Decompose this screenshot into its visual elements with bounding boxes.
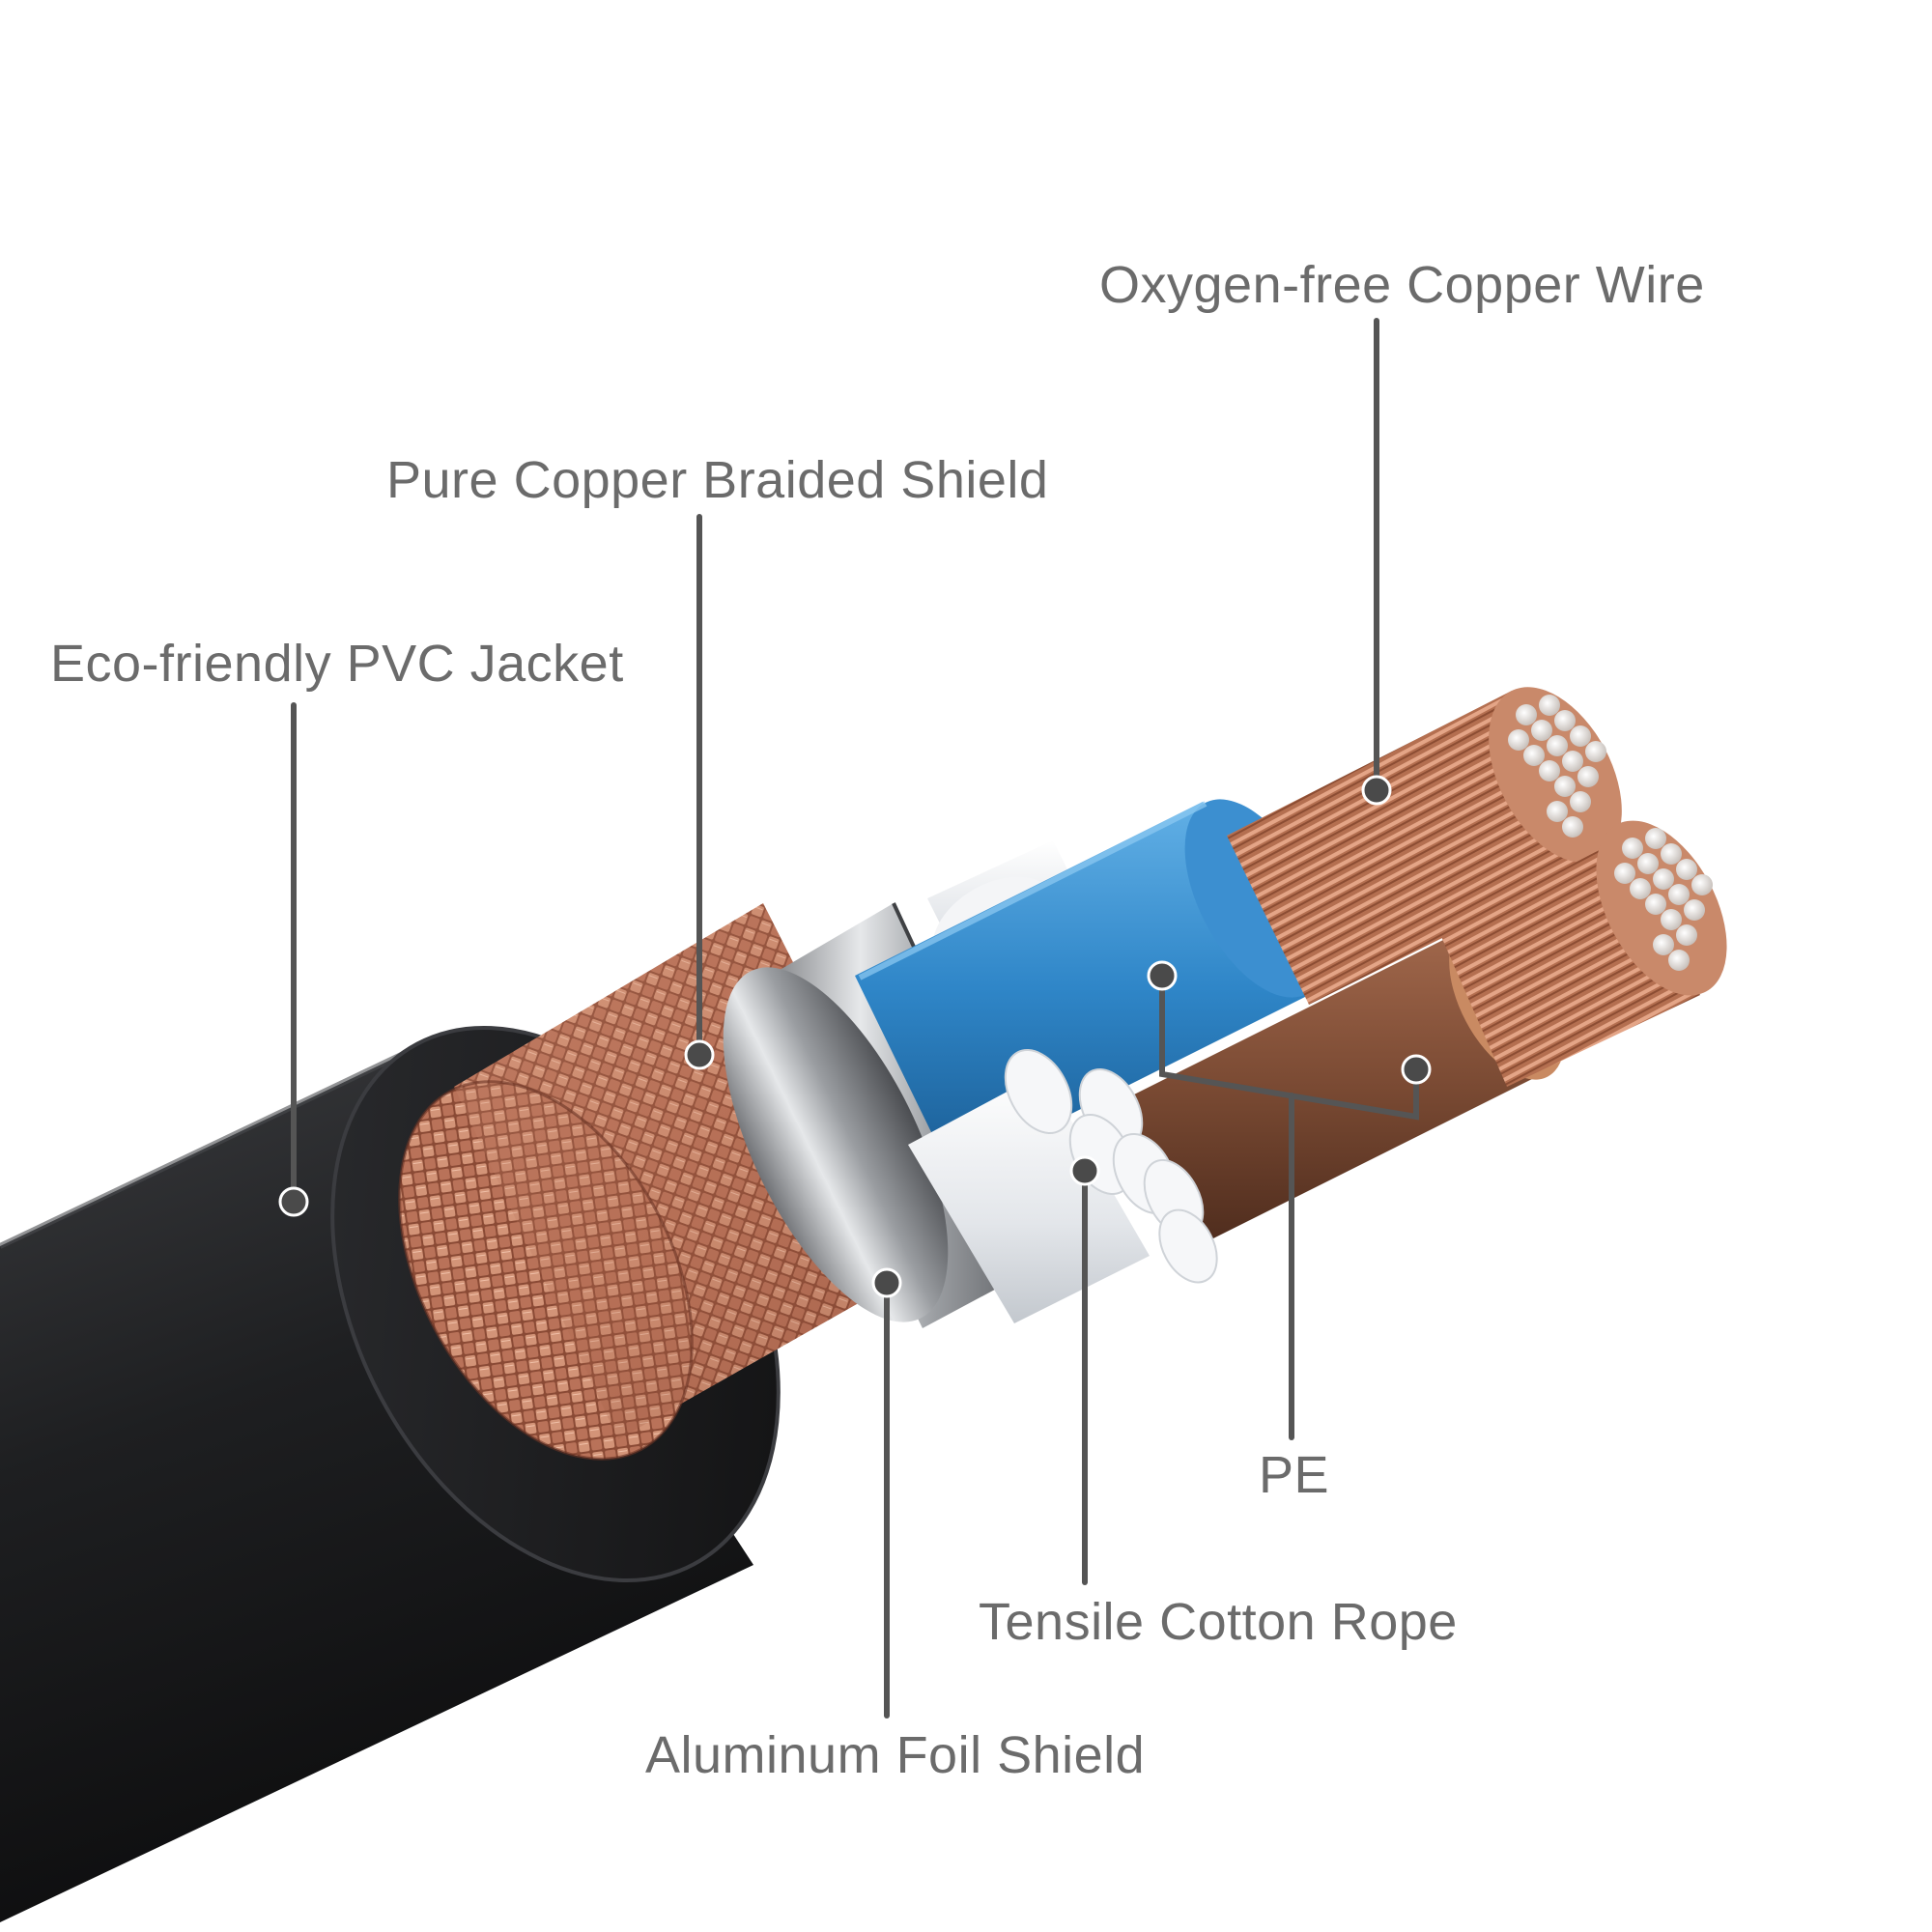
dot-pe-blue — [1147, 960, 1178, 991]
label-pure-copper-braided-shield: Pure Copper Braided Shield — [386, 451, 1049, 509]
copper-strands-lower — [1439, 820, 1727, 1087]
label-aluminum-foil-shield: Aluminum Foil Shield — [645, 1726, 1146, 1784]
dot-braided-shield — [684, 1039, 715, 1070]
dot-cotton-rope — [1069, 1155, 1100, 1186]
label-oxygen-free-copper-wire: Oxygen-free Copper Wire — [1099, 256, 1705, 314]
strand-ends-upper — [1508, 695, 1606, 838]
copper-strands-upper — [1227, 687, 1622, 1005]
label-eco-friendly-pvc-jacket: Eco-friendly PVC Jacket — [50, 635, 624, 693]
leader-lines — [291, 318, 1419, 1719]
label-pe: PE — [1259, 1446, 1330, 1504]
strand-ends-lower — [1614, 828, 1713, 971]
cotton-rope-bundle — [908, 1049, 1218, 1323]
dot-pe-brown — [1401, 1054, 1432, 1085]
leader-dots — [278, 775, 1432, 1298]
dot-copper-wire — [1361, 775, 1392, 806]
dot-foil-shield — [871, 1267, 902, 1298]
label-tensile-cotton-rope: Tensile Cotton Rope — [979, 1593, 1458, 1651]
dot-pvc-jacket — [278, 1186, 309, 1217]
